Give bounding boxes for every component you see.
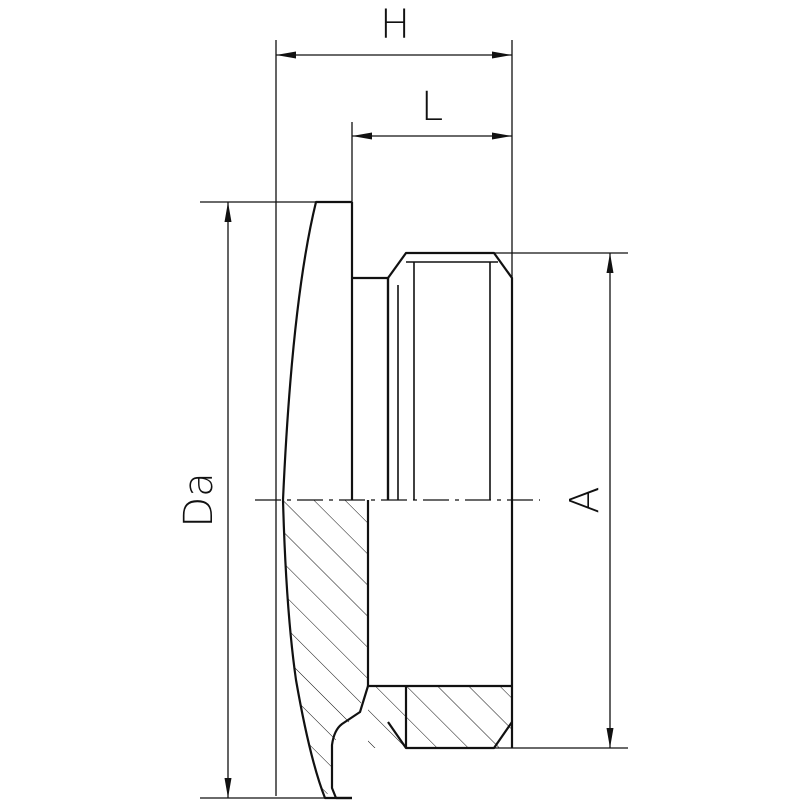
head-section xyxy=(283,500,368,798)
dim-label-H: H xyxy=(380,2,410,48)
dim-label-L: L xyxy=(421,84,443,130)
thread-upper-outline xyxy=(387,251,514,500)
thread-lower-outline xyxy=(387,721,513,750)
undercut-groove xyxy=(330,685,370,800)
dimension-lines xyxy=(224,51,614,798)
dim-label-Da: Da xyxy=(176,472,222,527)
extension-lines xyxy=(200,40,628,799)
neck-outline xyxy=(352,276,390,500)
thread-lines xyxy=(397,261,498,500)
thread-section xyxy=(368,686,512,748)
bore-outline xyxy=(366,500,512,688)
dim-label-A: A xyxy=(562,486,608,513)
section-hatching xyxy=(283,500,512,798)
head-outline xyxy=(281,200,352,800)
